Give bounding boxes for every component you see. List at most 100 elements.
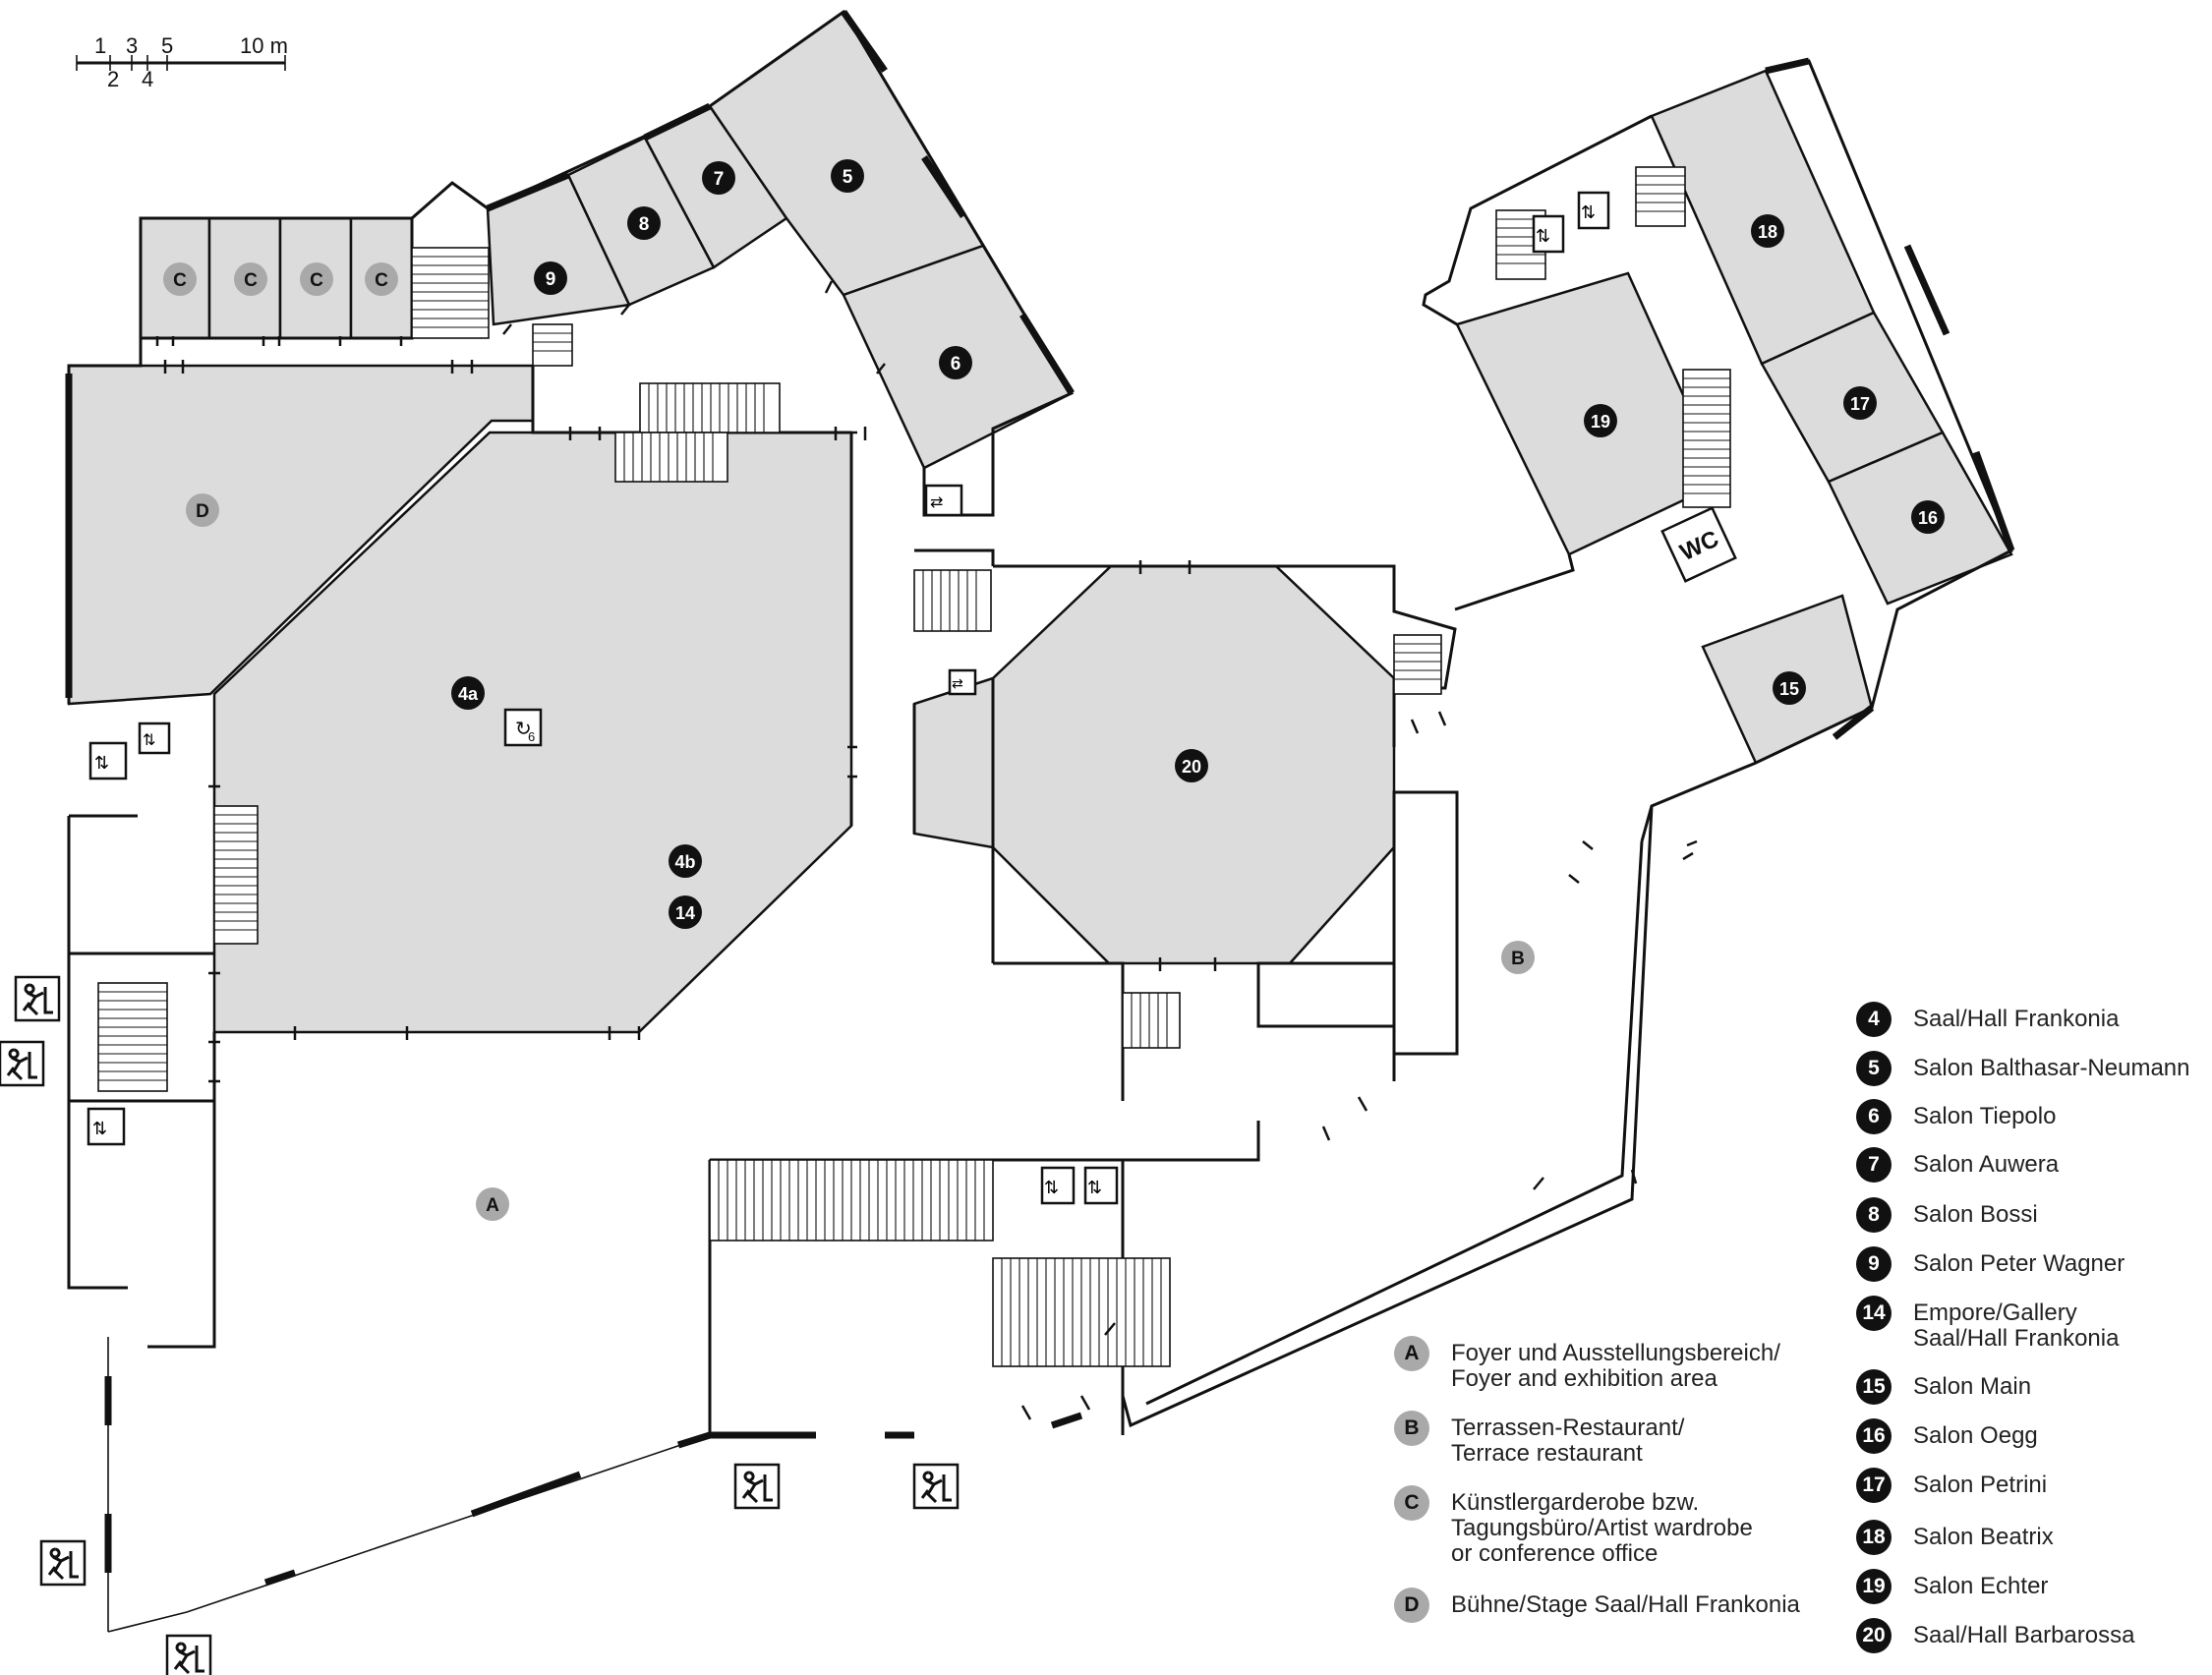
svg-text:20: 20 — [1182, 757, 1201, 777]
capacity-sub: 6 — [528, 729, 535, 744]
door-marker — [1321, 1126, 1331, 1141]
svg-text:B: B — [1511, 949, 1525, 969]
badge-room-14: 14 — [669, 895, 702, 929]
legend-text-16: Salon Oegg — [1913, 1422, 2038, 1449]
legend-badge-5: 5 — [1856, 1051, 1892, 1086]
door-marker — [1410, 719, 1420, 734]
door-marker — [620, 304, 630, 316]
scale-label-3: 3 — [126, 33, 138, 58]
legend-badge-7: 7 — [1856, 1147, 1892, 1183]
legend-text-17: Salon Petrini — [1913, 1472, 2048, 1498]
legend-item-18: 18 Salon Beatrix — [1856, 1520, 2054, 1555]
emergency-exit-icon — [912, 1463, 960, 1510]
svg-text:⇅: ⇅ — [143, 730, 155, 749]
legend-text-14: Empore/Gallery Saal/Hall Frankonia — [1913, 1300, 2120, 1352]
legend-badge-b: B — [1394, 1411, 1429, 1446]
legend-badge-15: 15 — [1856, 1369, 1892, 1405]
badge-room-20: 20 — [1175, 749, 1208, 782]
svg-text:⇄: ⇄ — [930, 492, 943, 511]
svg-text:⇅: ⇅ — [1087, 1178, 1102, 1198]
emergency-exit-icon — [39, 1539, 87, 1587]
scale-bar: 1 3 5 10 m 2 4 — [76, 33, 288, 91]
badge-room-6: 6 — [939, 346, 972, 379]
room-salon-5 — [708, 10, 985, 297]
door-marker — [502, 323, 512, 335]
door-markers — [155, 280, 1698, 1420]
elevator-icon: ⇅ — [1083, 1166, 1119, 1205]
door-marker — [1686, 839, 1698, 847]
svg-text:C: C — [173, 270, 187, 291]
svg-text:D: D — [196, 501, 209, 522]
elevator-icon: ⇅ — [1532, 214, 1565, 254]
legend-text-8: Salon Bossi — [1913, 1201, 2038, 1228]
legend-badge-c: C — [1394, 1485, 1429, 1521]
svg-text:⇄: ⇄ — [952, 676, 963, 692]
svg-text:9: 9 — [546, 269, 556, 290]
capacity-sign: ↻ 6 — [503, 708, 543, 747]
legend-text-20: Saal/Hall Barbarossa — [1913, 1622, 2135, 1648]
scale-label-5: 5 — [161, 33, 173, 58]
legend-item-d: D Bühne/Stage Saal/Hall Frankonia — [1394, 1588, 1800, 1623]
legend-badge-16: 16 — [1856, 1418, 1892, 1454]
badge-room-4a: 4a — [451, 676, 485, 710]
door-marker — [1357, 1096, 1368, 1112]
svg-text:↻: ↻ — [515, 717, 532, 740]
legend-text-5: Salon Balthasar-Neumann — [1913, 1055, 2190, 1081]
service-lift-icon: ⇄ — [948, 668, 977, 696]
legend-text-6: Salon Tiepolo — [1913, 1103, 2057, 1129]
legend-badge-9: 9 — [1856, 1246, 1892, 1282]
wc-sign: WC — [1660, 506, 1737, 583]
door-marker — [1079, 1395, 1091, 1411]
legend-item-6: 6 Salon Tiepolo — [1856, 1099, 2057, 1134]
legend-text-7: Salon Auwera — [1913, 1151, 2060, 1178]
badge-room-8: 8 — [627, 206, 661, 240]
svg-text:⇅: ⇅ — [1536, 226, 1550, 247]
elevator-icon: ⇅ — [88, 741, 128, 780]
legend-text-9: Salon Peter Wagner — [1913, 1250, 2125, 1277]
legend-badge-20: 20 — [1856, 1618, 1892, 1653]
badge-room-4b: 4b — [669, 844, 702, 878]
legend-areas: A Foyer und Ausstellungsbereich/ Foyer a… — [1394, 1335, 1846, 1649]
svg-text:6: 6 — [951, 354, 961, 375]
legend-badge-4: 4 — [1856, 1002, 1892, 1037]
stair-treads — [98, 175, 1730, 1366]
badge-room-15: 15 — [1773, 671, 1806, 705]
elevator-icon: ⇅ — [87, 1107, 126, 1146]
svg-text:5: 5 — [843, 167, 853, 188]
emergency-exit-icon — [733, 1463, 781, 1510]
elevator-icon: ⇅ — [138, 722, 171, 755]
legend-badge-8: 8 — [1856, 1197, 1892, 1233]
svg-text:A: A — [486, 1195, 499, 1216]
door-marker — [1533, 1177, 1544, 1190]
svg-text:⇅: ⇅ — [1044, 1178, 1059, 1198]
svg-text:16: 16 — [1918, 508, 1938, 528]
svg-text:C: C — [375, 270, 388, 291]
svg-text:7: 7 — [714, 169, 725, 190]
legend-badge-19: 19 — [1856, 1569, 1892, 1604]
door-marker — [1020, 1405, 1032, 1420]
svg-text:18: 18 — [1758, 222, 1777, 242]
badge-area-c-4: C — [365, 262, 398, 296]
legend-item-19: 19 Salon Echter — [1856, 1569, 2049, 1604]
badge-room-16: 16 — [1911, 500, 1945, 534]
scale-label-1: 1 — [94, 33, 106, 58]
legend-item-7: 7 Salon Auwera — [1856, 1147, 2060, 1183]
legend-item-16: 16 Salon Oegg — [1856, 1418, 2038, 1454]
legend-text-b: Terrassen-Restaurant/ Terrace restaurant — [1451, 1415, 1685, 1467]
door-marker — [1104, 1322, 1116, 1336]
badge-room-9: 9 — [534, 261, 567, 295]
legend-item-15: 15 Salon Main — [1856, 1369, 2031, 1405]
badge-area-a: A — [476, 1187, 509, 1221]
svg-text:C: C — [244, 270, 258, 291]
badge-room-18: 18 — [1751, 214, 1784, 248]
room-badges: 4a 4b 14 5 6 7 8 9 15 16 17 18 19 20 A B… — [163, 159, 1945, 1221]
door-marker — [1630, 1169, 1638, 1184]
badge-room-17: 17 — [1843, 386, 1877, 420]
svg-text:⇅: ⇅ — [1581, 202, 1596, 223]
legend-badge-18: 18 — [1856, 1520, 1892, 1555]
service-lift-icon: ⇄ — [924, 484, 963, 517]
svg-text:19: 19 — [1591, 412, 1610, 432]
legend-text-19: Salon Echter — [1913, 1573, 2049, 1599]
legend-badge-14: 14 — [1856, 1296, 1892, 1331]
